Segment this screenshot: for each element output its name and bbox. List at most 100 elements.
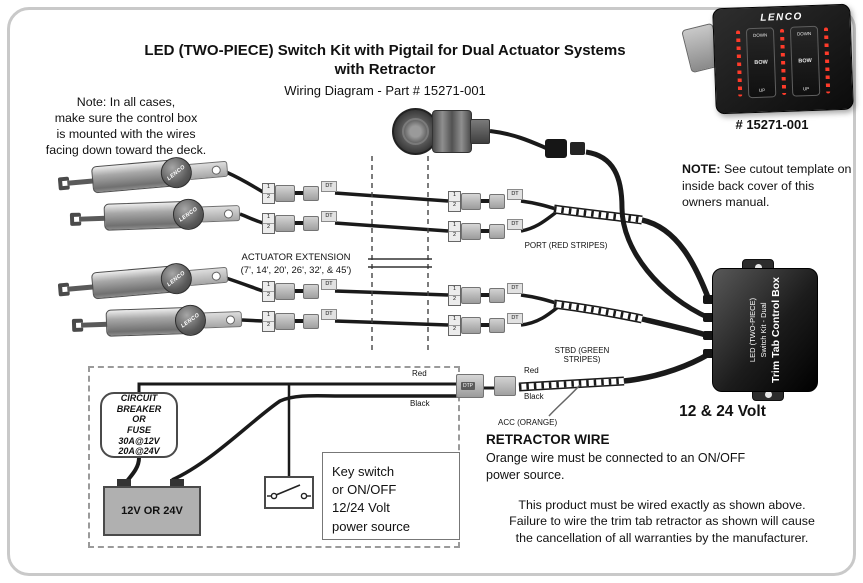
retractor-cable bbox=[489, 129, 711, 321]
actuator-brand-text: LENCO bbox=[166, 269, 187, 288]
mounting-note: Note: In all cases, make sure the contro… bbox=[45, 95, 207, 158]
dt-label: DT bbox=[321, 180, 337, 192]
header: LED (TWO-PIECE) Switch Kit with Pigtail … bbox=[120, 42, 650, 98]
dt-label: DT bbox=[507, 188, 523, 200]
dt-plug bbox=[461, 316, 481, 334]
retractor-wire-title: RETRACTOR WIRE bbox=[486, 432, 610, 447]
dt-plug bbox=[275, 214, 295, 232]
pin-2-label: 2 bbox=[266, 224, 271, 231]
battery-terminal-pos bbox=[170, 479, 184, 488]
retractor-cable-lead bbox=[489, 129, 547, 150]
black-wire-label-right: Black bbox=[524, 392, 544, 401]
control-box-text: LED (TWO-PIECE) Switch Kit - Dual Trim T… bbox=[748, 270, 782, 390]
wire-stub bbox=[295, 221, 303, 225]
led-indicator-column bbox=[823, 27, 831, 94]
page-title-line1: LED (TWO-PIECE) Switch Kit with Pigtail … bbox=[144, 42, 626, 59]
dt-receptacle bbox=[489, 287, 505, 303]
dt-label: DT bbox=[321, 278, 337, 290]
actuator-feed-wires bbox=[225, 170, 264, 323]
extension-wire-2 bbox=[334, 221, 449, 233]
power-striped-cable-core bbox=[518, 378, 625, 390]
key-switch-symbol bbox=[267, 484, 311, 500]
dt-label: DT bbox=[507, 282, 523, 294]
wire-stub bbox=[295, 191, 303, 195]
pin-1-label: 1 bbox=[263, 282, 274, 292]
dtp-plug: DTP bbox=[456, 374, 484, 398]
pin-1-label: 1 bbox=[263, 184, 274, 194]
dt-plug bbox=[461, 222, 481, 240]
cutout-note-text: See cutout template on inside back cover… bbox=[682, 162, 852, 210]
red-supply-wire bbox=[137, 382, 458, 392]
page-border bbox=[7, 7, 856, 576]
bow-label: BOW bbox=[754, 59, 768, 66]
acc-wire-label: ACC (ORANGE) bbox=[498, 418, 558, 427]
switch-panel-photo: LENCO DOWN BOW UP DOWN BOW UP bbox=[681, 3, 856, 118]
retractor-connector-b bbox=[570, 142, 585, 155]
black-supply-wire bbox=[171, 393, 458, 482]
pin-2-label: 2 bbox=[452, 326, 457, 333]
pin-1-label: 1 bbox=[449, 222, 460, 232]
battery-terminal-neg bbox=[117, 479, 131, 488]
up-label: UP bbox=[802, 86, 810, 92]
switch-lever bbox=[275, 484, 301, 496]
actuator-brand-text: LENCO bbox=[180, 311, 201, 329]
battery: 12V OR 24V bbox=[103, 486, 201, 536]
actuator-mount-tab bbox=[187, 160, 229, 181]
actuator-rod bbox=[78, 215, 107, 222]
actuator-rod bbox=[80, 321, 109, 328]
port-cable-label: PORT (RED STRIPES) bbox=[524, 241, 608, 250]
wire-stub bbox=[481, 323, 489, 327]
port-striped-cable-stripes bbox=[553, 206, 643, 223]
retractor-wire-text: Orange wire must be connected to an ON/O… bbox=[486, 451, 746, 482]
page-subtitle: Wiring Diagram - Part # 15271-001 bbox=[284, 82, 486, 98]
key-switch-box bbox=[264, 476, 314, 509]
voltage-label: 12 & 24 Volt bbox=[679, 403, 766, 420]
port-rocker-button: DOWN BOW UP bbox=[745, 27, 777, 99]
pin-2-label: 2 bbox=[266, 322, 271, 329]
extension-wires bbox=[334, 191, 449, 327]
pin-2-label: 2 bbox=[452, 202, 457, 209]
led-indicator-column bbox=[735, 30, 743, 97]
cutout-note: NOTE: See cutout template on inside back… bbox=[682, 161, 854, 211]
down-label: DOWN bbox=[796, 31, 812, 37]
port-feed-1 bbox=[520, 199, 557, 211]
panel-face: DOWN BOW UP DOWN BOW UP bbox=[714, 25, 852, 100]
dtp-label: DTP bbox=[461, 382, 475, 390]
led-indicator-column bbox=[779, 28, 787, 96]
stbd-cable-label: STBD (GREEN STRIPES) bbox=[554, 346, 610, 364]
actuator-mount-tab bbox=[199, 205, 241, 223]
control-box-wire-entry bbox=[703, 295, 714, 304]
stbd-cable-to-box bbox=[641, 316, 710, 339]
red-wire-label-left: Red bbox=[412, 369, 427, 378]
wire-stub bbox=[481, 293, 489, 297]
dtp-connector-pair: DTP bbox=[456, 374, 516, 398]
stbd-feed-1 bbox=[520, 293, 557, 305]
circuit-breaker: CIRCUIT BREAKER OR FUSE 30A@12V 20A@24V bbox=[100, 392, 178, 458]
pin-1-label: 1 bbox=[449, 192, 460, 202]
actuator-mount-tab bbox=[187, 266, 229, 287]
pin-2-label: 2 bbox=[266, 194, 271, 201]
actuator-brand-text: LENCO bbox=[178, 205, 199, 223]
wire-stub bbox=[295, 319, 303, 323]
dt-receptacle bbox=[489, 193, 505, 209]
led-switch-panel: LENCO DOWN BOW UP DOWN BOW UP bbox=[712, 3, 854, 115]
control-box-subtitle-2: Switch Kit - Dual bbox=[759, 302, 768, 358]
dt-plug bbox=[275, 184, 295, 202]
trim-tab-control-box: LED (TWO-PIECE) Switch Kit - Dual Trim T… bbox=[712, 268, 818, 392]
pin-1-label: 1 bbox=[263, 312, 274, 322]
retractor-motor-body bbox=[432, 110, 472, 153]
actuator-mount-tab bbox=[201, 311, 243, 329]
actuator4-wire bbox=[241, 318, 264, 323]
dt-receptacle bbox=[303, 185, 319, 201]
actuator-brand-text: LENCO bbox=[166, 163, 187, 182]
